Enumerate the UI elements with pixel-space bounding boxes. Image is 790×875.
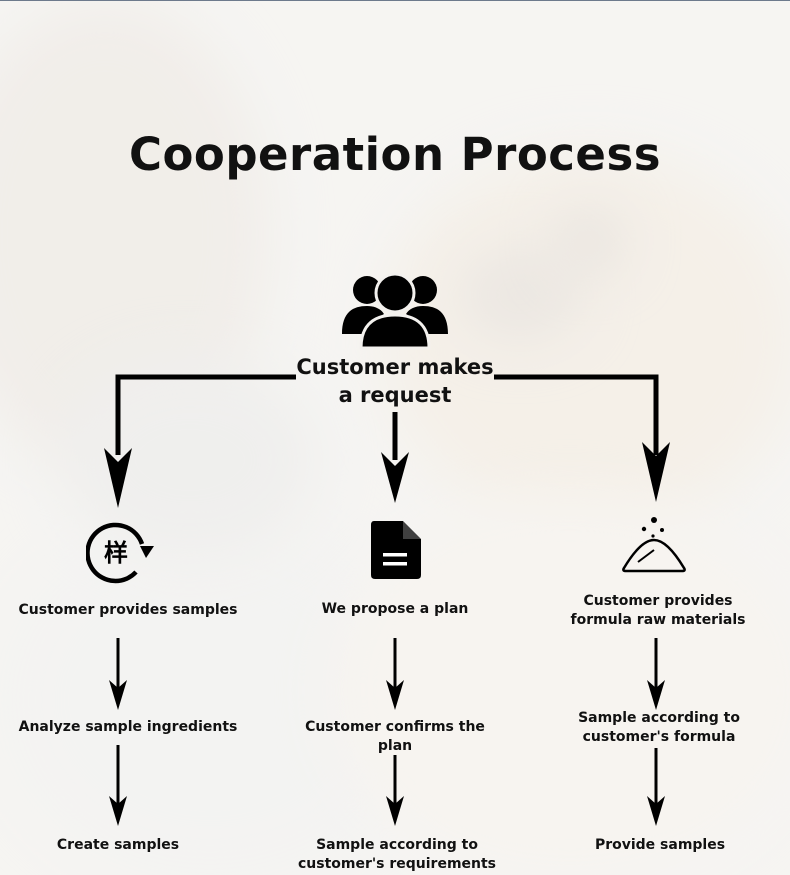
step-arrow-r1 bbox=[647, 680, 665, 710]
root-label-line2: a request bbox=[338, 383, 452, 407]
page-title: Cooperation Process bbox=[128, 128, 662, 181]
step-create-samples: Create samples bbox=[56, 837, 180, 853]
arrow-left bbox=[104, 448, 132, 508]
powder-pile-icon bbox=[622, 517, 686, 573]
connector-right bbox=[494, 374, 659, 455]
step-we-propose-a-plan: We propose a plan bbox=[321, 601, 469, 617]
step-arrow-l2 bbox=[109, 796, 127, 826]
sample-character-icon: 样 bbox=[86, 522, 154, 584]
arrow-middle bbox=[381, 452, 409, 503]
step-customer-confirms-the-plan: Customer confirms the plan bbox=[305, 719, 485, 754]
step-customer-provides-samples: Customer provides samples bbox=[18, 602, 238, 618]
connector-left bbox=[115, 374, 296, 455]
step-provide-samples: Provide samples bbox=[594, 837, 726, 853]
step-sample-according-to-formula: Sample according to customer's formula bbox=[578, 710, 740, 745]
step-customer-provides-raw-materials: Customer provides formula raw materials bbox=[570, 593, 746, 628]
step-analyze-sample-ingredients: Analyze sample ingredients bbox=[18, 719, 238, 735]
root-label-line1: Customer makes bbox=[296, 355, 494, 379]
step-arrow-l1 bbox=[109, 680, 127, 710]
svg-text:样: 样 bbox=[104, 539, 128, 567]
step-arrow-m1 bbox=[386, 680, 404, 710]
step-sample-according-to-requirements: Sample according to customer's requireme… bbox=[297, 837, 497, 872]
step-arrow-r2 bbox=[647, 796, 665, 826]
arrow-right bbox=[642, 442, 670, 502]
root-label: Customer makes a request bbox=[290, 353, 500, 409]
group-icon bbox=[342, 272, 448, 350]
top-border-line bbox=[0, 0, 790, 1]
document-icon bbox=[371, 521, 421, 579]
step-arrow-m2 bbox=[386, 796, 404, 826]
